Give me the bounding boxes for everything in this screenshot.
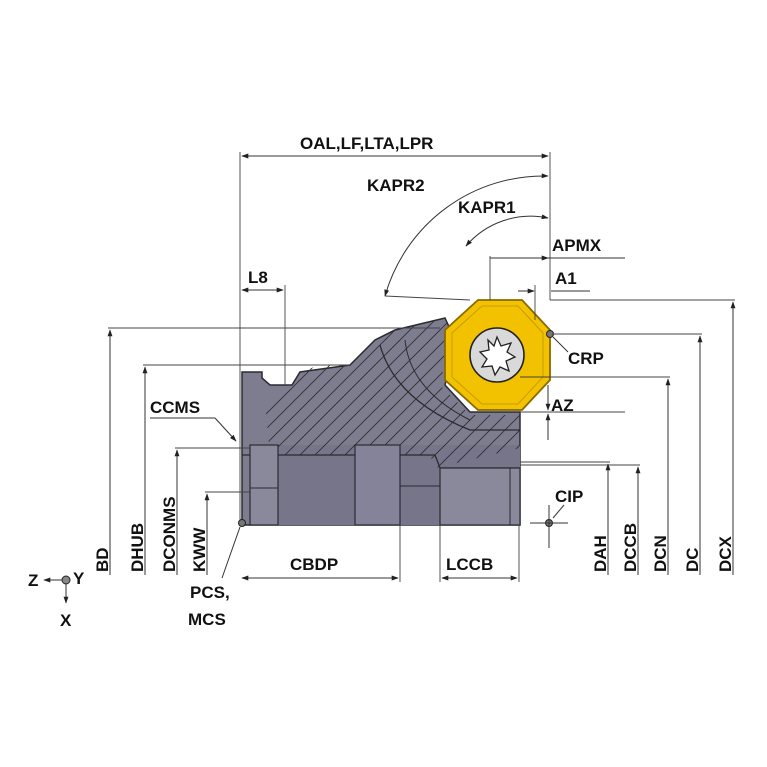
label-apmx: APMX — [552, 236, 602, 255]
axis-x-label: X — [60, 611, 72, 630]
counterbore — [439, 467, 521, 526]
cutter-body — [241, 317, 521, 526]
label-dc: DC — [683, 547, 702, 572]
label-a1: A1 — [555, 269, 577, 288]
label-pcs: PCS, — [190, 583, 230, 602]
label-dcx: DCX — [716, 535, 735, 572]
dim-ccms: CCMS — [150, 398, 237, 442]
torx-screw-icon — [478, 335, 517, 377]
coordinate-system-icon: Z Y X — [28, 569, 85, 630]
dim-dcn: DCN — [520, 376, 671, 575]
label-mcs: MCS — [188, 610, 226, 629]
key-slot — [249, 444, 279, 526]
label-oal: OAL,LF,LTA,LPR — [300, 134, 433, 153]
label-dhub: DHUB — [128, 523, 147, 572]
label-kww: KWW — [190, 527, 209, 572]
pcs-point — [238, 519, 246, 527]
dim-dconms: DCONMS — [160, 447, 250, 575]
dim-pcs-mcs: PCS, MCS — [188, 519, 246, 629]
label-dccb: DCCB — [621, 523, 640, 572]
label-cip: CIP — [555, 487, 583, 506]
dim-az: AZ — [520, 385, 625, 440]
dim-dah: DAH — [520, 461, 611, 575]
label-az: AZ — [551, 396, 574, 415]
label-dconms: DCONMS — [160, 496, 179, 572]
dim-kapr2: KAPR2 — [367, 173, 549, 301]
dim-cbdp: CBDP — [241, 525, 401, 582]
label-ccms: CCMS — [150, 398, 200, 417]
dim-dhub: DHUB — [128, 364, 350, 575]
label-l8: L8 — [248, 268, 268, 287]
bore-step — [354, 444, 401, 526]
label-dcn: DCN — [651, 535, 670, 572]
label-crp: CRP — [568, 349, 604, 368]
dim-bd: BD — [93, 327, 440, 575]
dim-a1: A1 — [518, 269, 590, 320]
axis-z-label: Z — [28, 571, 38, 590]
dim-dccb: DCCB — [520, 464, 641, 575]
label-lccb: LCCB — [446, 555, 493, 574]
dim-kapr1: KAPR1 — [458, 198, 549, 247]
dim-cip: CIP — [530, 487, 583, 548]
dim-oal: OAL,LF,LTA,LPR — [239, 134, 551, 525]
dim-dcx: DCX — [550, 299, 736, 575]
label-kapr1: KAPR1 — [458, 198, 516, 217]
label-kapr2: KAPR2 — [367, 176, 425, 195]
label-bd: BD — [93, 547, 112, 572]
dim-dc: DC — [552, 333, 703, 575]
dim-crp: CRP — [546, 330, 604, 368]
label-cbdp: CBDP — [290, 555, 338, 574]
dim-l8: L8 — [241, 268, 286, 385]
axis-y-label: Y — [73, 569, 85, 588]
label-dah: DAH — [591, 535, 610, 572]
dim-kww: KWW — [190, 491, 250, 575]
insert — [444, 299, 551, 411]
dim-lccb: LCCB — [439, 525, 520, 582]
dim-apmx: APMX — [489, 236, 625, 300]
